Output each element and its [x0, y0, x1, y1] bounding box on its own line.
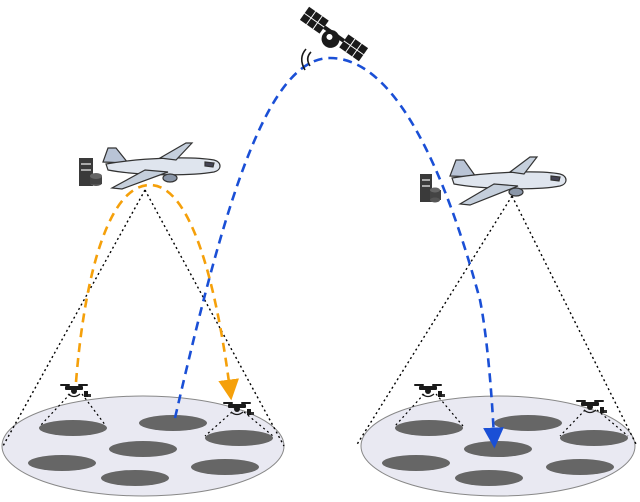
- cluster-right-6: [546, 459, 614, 475]
- cluster-left-7: [101, 470, 169, 486]
- cluster-right-5: [382, 455, 450, 471]
- cluster-left-6: [191, 459, 259, 475]
- drone-icon-right-1: [413, 383, 446, 398]
- aircraft-uav-link: [74, 183, 240, 401]
- cluster-left-1: [39, 420, 107, 436]
- cluster-right-1: [395, 420, 463, 436]
- airplane-icon: [449, 156, 567, 206]
- coverage-cone-right: [355, 195, 638, 447]
- cluster-left-5: [28, 455, 96, 471]
- uav-coverage-lines: [39, 393, 629, 437]
- signal-waves-icon: [300, 48, 312, 71]
- cluster-left-2: [139, 415, 207, 431]
- satellite-icon: [299, 6, 369, 62]
- cluster-right-4: [464, 441, 532, 457]
- satellite-link: [173, 56, 504, 449]
- airplane-icon: [102, 142, 221, 190]
- coverage-cone-left: [2, 189, 285, 447]
- cluster-group-right: [382, 415, 628, 486]
- cluster-right-7: [455, 470, 523, 486]
- airplane-right: [420, 156, 567, 206]
- airplane-left: [79, 142, 221, 190]
- cluster-right-3: [560, 430, 628, 446]
- drone-icon-left-1: [59, 383, 92, 398]
- cluster-right-2: [494, 415, 562, 431]
- satellite-link-arc: [173, 56, 504, 449]
- cluster-group-left: [28, 415, 273, 486]
- coverage-area-left: [1, 395, 285, 497]
- aircraft-uav-link-arc: [74, 183, 240, 401]
- server-icon: [79, 158, 102, 186]
- cluster-left-3: [205, 430, 273, 446]
- cluster-left-4: [109, 441, 177, 457]
- server-icon: [420, 174, 441, 203]
